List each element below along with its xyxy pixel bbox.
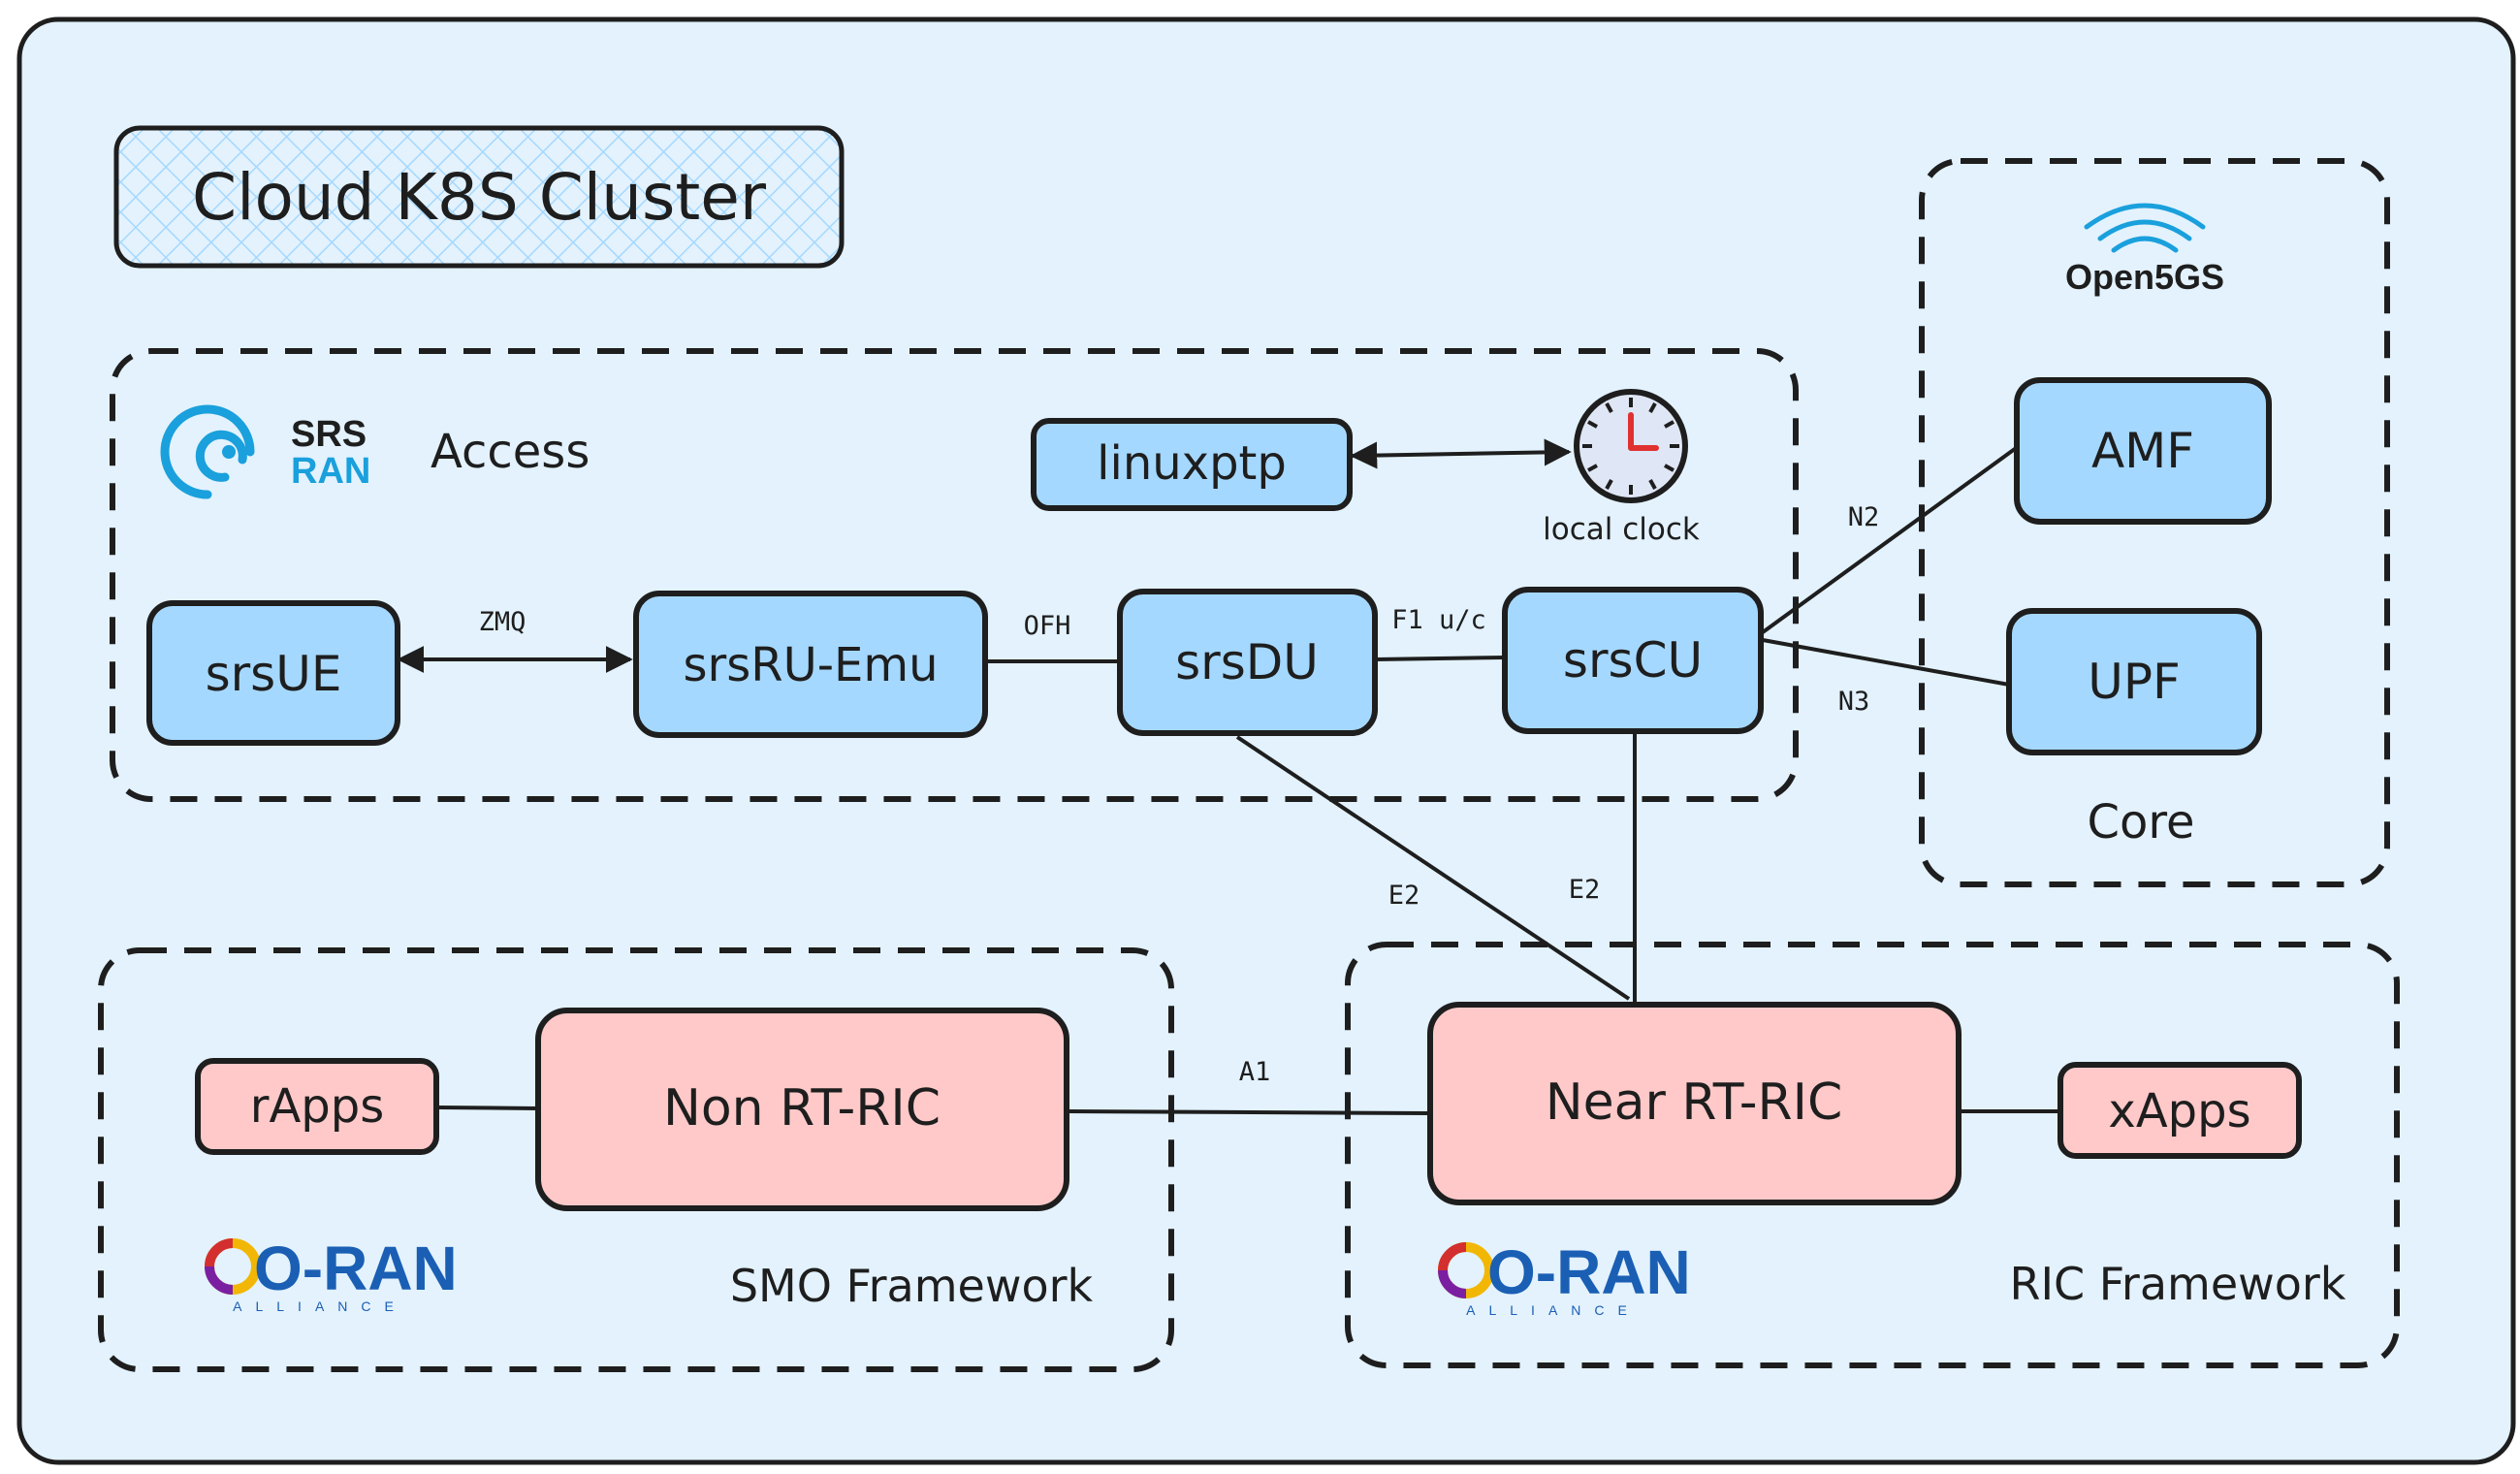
e2-cu-label: E2 bbox=[1569, 875, 1601, 905]
upf-label: UPF bbox=[2088, 654, 2181, 710]
a1-link bbox=[1066, 1109, 1431, 1115]
oran-logo-ric: O-RAN ALLIANCE bbox=[1438, 1237, 1691, 1318]
nonrt-ric-label: Non RT-RIC bbox=[663, 1079, 941, 1138]
access-group-label: Access bbox=[431, 425, 590, 479]
zmq-label: ZMQ bbox=[479, 607, 526, 637]
srscu-node[interactable]: srsCU bbox=[1502, 587, 1764, 734]
xapps-node[interactable]: xApps bbox=[2057, 1062, 2302, 1159]
srsdu-node[interactable]: srsDU bbox=[1117, 589, 1378, 736]
oran-logo-smo-text: O-RAN bbox=[254, 1234, 458, 1303]
clock-label: local clock bbox=[1543, 512, 1700, 547]
srsue-label: srsUE bbox=[206, 646, 342, 702]
f1-label: F1 u/c bbox=[1391, 605, 1486, 635]
srsru-node[interactable]: srsRU-Emu bbox=[633, 591, 988, 738]
xapps-label: xApps bbox=[2108, 1084, 2250, 1138]
amf-node[interactable]: AMF bbox=[2014, 377, 2272, 525]
srscu-label: srsCU bbox=[1563, 632, 1703, 689]
rapps-link bbox=[435, 1106, 539, 1110]
linuxptp-node[interactable]: linuxptp bbox=[1031, 418, 1353, 511]
nearrt-ric-label: Near RT-RIC bbox=[1546, 1073, 1843, 1132]
nearrt-ric-node[interactable]: Near RT-RIC bbox=[1427, 1002, 1962, 1205]
srsran-logo: SRS RAN bbox=[160, 404, 370, 499]
e2-du-label: E2 bbox=[1388, 881, 1420, 911]
smo-group-label: SMO Framework bbox=[730, 1260, 1094, 1312]
oran-logo-ric-sub: ALLIANCE bbox=[1466, 1302, 1641, 1318]
access-group-frame bbox=[110, 348, 1799, 802]
ric-group-frame bbox=[1345, 942, 2400, 1368]
cluster-title: Cloud K8S Cluster bbox=[192, 160, 767, 235]
f1-link bbox=[1374, 656, 1506, 661]
edge-labels: ZMQ OFH F1 u/c N2 N3 E2 E2 A1 bbox=[479, 502, 1880, 1087]
srsran-logo-icon bbox=[160, 404, 255, 499]
clock-icon bbox=[1574, 389, 1688, 503]
oran-logo-smo: O-RAN ALLIANCE bbox=[205, 1234, 458, 1314]
upf-node[interactable]: UPF bbox=[2006, 608, 2262, 755]
amf-label: AMF bbox=[2091, 423, 2194, 479]
srsran-logo-ran: RAN bbox=[291, 451, 370, 492]
core-group-frame bbox=[1919, 158, 2390, 887]
n2-link bbox=[1761, 444, 2021, 634]
core-group-label: Core bbox=[2087, 795, 2194, 849]
ofh-label: OFH bbox=[1024, 611, 1071, 641]
srsru-label: srsRU-Emu bbox=[683, 638, 938, 692]
srsdu-label: srsDU bbox=[1175, 634, 1319, 690]
smo-group-frame bbox=[98, 947, 1174, 1372]
ptp-link bbox=[1350, 438, 1572, 469]
e2-du-link bbox=[1235, 735, 1631, 1001]
rapps-node[interactable]: rApps bbox=[195, 1058, 439, 1155]
nonrt-ric-node[interactable]: Non RT-RIC bbox=[535, 1008, 1069, 1211]
n3-label: N3 bbox=[1838, 687, 1870, 717]
cluster-title-box: Cloud K8S Cluster bbox=[113, 125, 845, 269]
linuxptp-label: linuxptp bbox=[1097, 436, 1287, 491]
oran-logo-smo-sub: ALLIANCE bbox=[233, 1298, 407, 1314]
open5gs-logo-text: Open5GS bbox=[2065, 257, 2224, 297]
rapps-label: rApps bbox=[250, 1079, 385, 1134]
connections bbox=[397, 438, 2060, 1115]
oran-logo-ric-text: O-RAN bbox=[1487, 1237, 1691, 1307]
n3-link bbox=[1762, 638, 2010, 687]
srsran-logo-srs: SRS bbox=[291, 414, 367, 455]
wifi-icon bbox=[2084, 203, 2206, 253]
a1-label: A1 bbox=[1239, 1057, 1271, 1087]
ric-group-label: RIC Framework bbox=[2010, 1258, 2346, 1310]
n2-label: N2 bbox=[1848, 502, 1880, 532]
srsue-node[interactable]: srsUE bbox=[146, 600, 400, 746]
